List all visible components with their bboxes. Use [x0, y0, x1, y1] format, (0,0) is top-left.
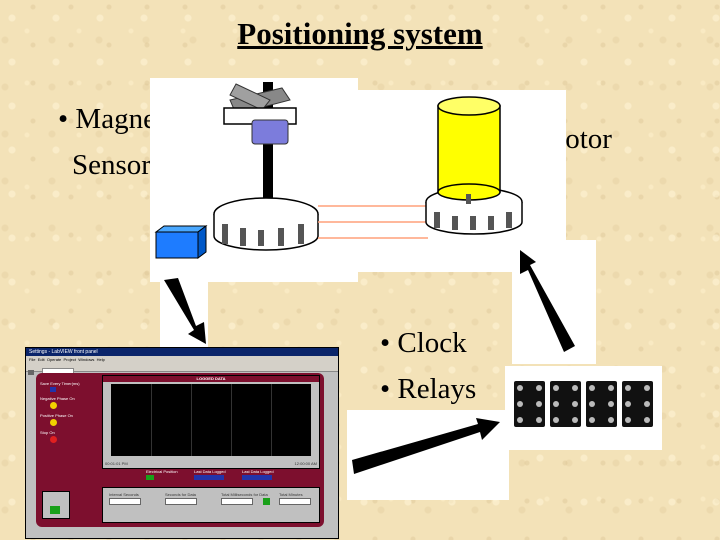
software-window: Settings - LabVIEW front panel File Edit… — [25, 347, 339, 539]
relay-unit — [622, 381, 653, 427]
readout-row: Electrical Position Last Data Logged Las… — [146, 469, 306, 483]
readout-value — [194, 475, 224, 480]
readout-label: Electrical Position — [146, 469, 178, 474]
relay-unit — [514, 381, 545, 427]
settings-bar: Interval Seconds Seconds for Data Total … — [102, 487, 320, 523]
minutes-field[interactable] — [279, 498, 311, 505]
bullet-magnetic-line2: Sensor — [72, 149, 151, 181]
bullet-dot: • — [380, 373, 398, 405]
toolbar — [26, 363, 338, 375]
field-label: Total Minutes — [279, 492, 303, 497]
bullet-dot: • — [380, 327, 398, 359]
control-label: Positive Phase On — [40, 413, 73, 418]
interval-field[interactable] — [109, 498, 141, 505]
led-indicator — [50, 419, 57, 426]
numeric-control[interactable] — [50, 387, 56, 392]
field-label: Interval Seconds — [109, 492, 139, 497]
led-indicator — [50, 402, 57, 409]
front-panel: Save Every Timer(ms) Negative Phase On P… — [36, 373, 324, 527]
magnet-arm-icon — [223, 83, 297, 145]
bullet-relays: • Relays — [380, 373, 477, 405]
controls-column: Save Every Timer(ms) Negative Phase On P… — [40, 381, 84, 481]
arrow-icon — [164, 278, 206, 344]
readout-label: Last Data Logged — [242, 469, 274, 474]
relay-unit — [550, 381, 581, 427]
control-label: Save Every Timer(ms) — [40, 381, 80, 386]
menu-item[interactable]: File — [29, 357, 36, 362]
motor-cylinder-icon — [437, 96, 501, 204]
seconds-field[interactable] — [165, 498, 197, 505]
menu-bar: File Edit Operate Project Windows Help — [26, 356, 338, 363]
disk-icon — [213, 197, 319, 251]
sensor-block-icon — [154, 225, 208, 259]
menu-item[interactable]: Project — [63, 357, 76, 362]
mode-box — [42, 491, 70, 519]
stop-button[interactable] — [50, 436, 57, 443]
menu-item[interactable]: Edit — [37, 357, 45, 362]
readout-value — [146, 475, 154, 480]
field-label: Seconds for Data — [165, 492, 196, 497]
arrow-icon — [352, 418, 500, 474]
control-label: Negative Phase On — [40, 396, 75, 401]
slide-title: Positioning system — [237, 16, 483, 51]
run-icon[interactable] — [28, 370, 34, 375]
readout-value — [242, 475, 272, 480]
field-label: Total Milliseconds for Data — [221, 492, 268, 497]
window-titlebar: Settings - LabVIEW front panel — [26, 348, 338, 356]
menu-item[interactable]: Windows — [78, 357, 95, 362]
x-axis-end: 12:00:00 AM — [294, 461, 317, 466]
x-axis-start: 00:01:01 PM — [105, 461, 128, 466]
bullet-dot: • — [58, 103, 76, 135]
shaft — [263, 82, 273, 212]
graph-frame: LOGGED DATA 00:01:01 PM 12:00:00 AM — [102, 375, 320, 469]
relay-unit — [586, 381, 617, 427]
graph-plot — [111, 384, 311, 456]
belt-lines — [318, 205, 428, 239]
menu-item[interactable]: Help — [96, 357, 105, 362]
relay-board-icon — [510, 372, 660, 436]
menu-item[interactable]: Operate — [46, 357, 62, 362]
ok-button[interactable] — [50, 506, 60, 514]
readout-label: Last Data Logged — [194, 469, 226, 474]
arrow-icon — [520, 250, 575, 352]
bullet-clock: • Clock — [380, 327, 467, 359]
milliseconds-field[interactable] — [221, 498, 253, 505]
status-led — [263, 498, 270, 505]
graph-title: LOGGED DATA — [103, 376, 319, 382]
control-label: Stop On — [40, 430, 55, 435]
